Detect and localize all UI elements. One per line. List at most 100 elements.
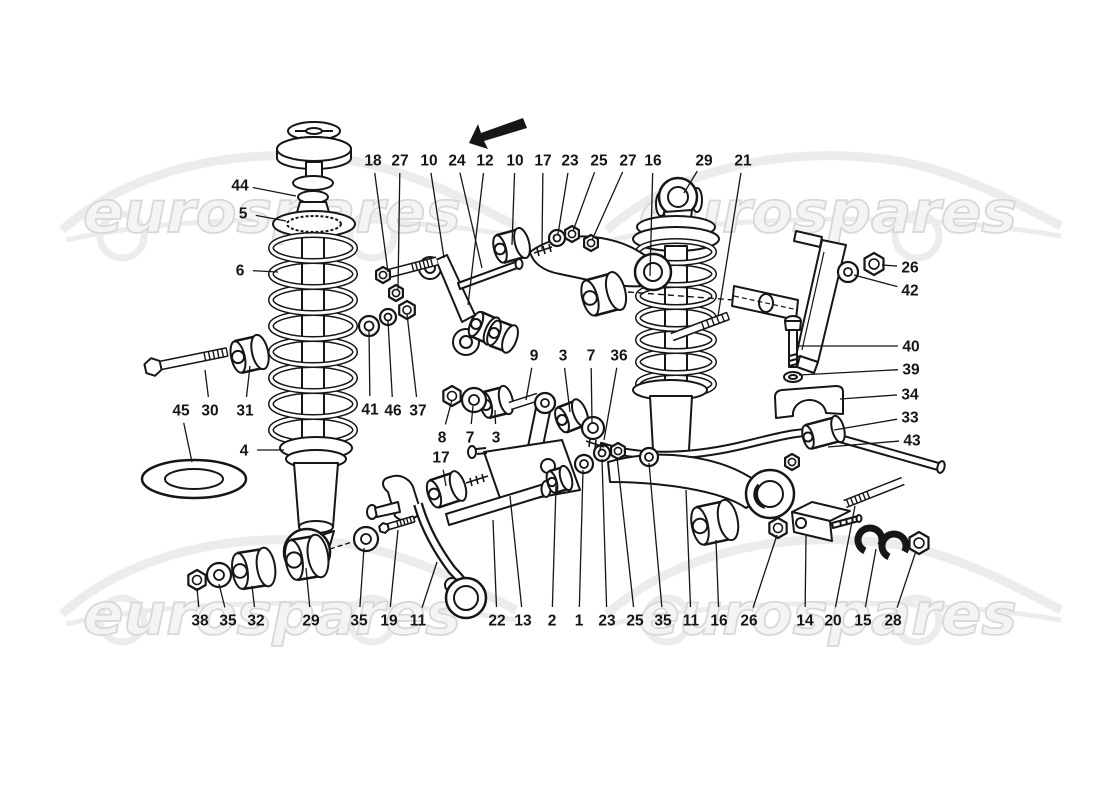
bushing [486, 319, 519, 354]
bushing [284, 533, 330, 582]
leader-line [255, 214, 287, 222]
part-number: 11 [683, 613, 700, 630]
leader-line [881, 264, 898, 267]
part-label-36: 36 [603, 348, 628, 441]
leader-line [252, 186, 297, 197]
lower-wishbone [607, 453, 796, 520]
leader-line [406, 313, 418, 398]
part-label-24: 24 [448, 153, 483, 269]
hex-nut [398, 299, 416, 321]
leader-line [683, 170, 698, 194]
leader-line [557, 172, 569, 235]
part-number: 4 [240, 443, 249, 460]
part-number: 33 [901, 410, 919, 427]
leader-line [839, 394, 898, 400]
part-number: 35 [219, 613, 237, 630]
leader-line [397, 172, 401, 290]
hex-nut [563, 224, 581, 244]
part-number: 35 [654, 613, 672, 630]
bolt [508, 392, 540, 411]
leader-line [509, 495, 523, 608]
bushing [231, 546, 277, 591]
part-number: 10 [420, 153, 437, 170]
leader-line [252, 270, 279, 273]
part-label-7: 7 [587, 348, 595, 424]
leader-line [421, 561, 438, 608]
leader-line [359, 547, 365, 608]
part-label-7: 7 [466, 405, 474, 447]
hex-nut [187, 568, 207, 592]
part-label-45: 45 [172, 403, 193, 463]
part-number: 42 [901, 283, 918, 300]
part-number: 26 [901, 260, 919, 277]
part-number: 27 [391, 153, 408, 170]
part-label-11: 11 [410, 561, 438, 630]
leader-line [591, 171, 624, 241]
part-number: 36 [610, 348, 628, 365]
part-number: 20 [824, 613, 841, 630]
part-label-8: 8 [438, 399, 453, 447]
part-label-16: 16 [710, 539, 728, 630]
hex-nut [783, 452, 801, 472]
bolt [843, 476, 905, 509]
part-number: 11 [410, 613, 427, 630]
eurospares-watermark: eurospares [639, 580, 1017, 648]
leader-line [511, 172, 516, 246]
rubber-bushings [229, 226, 846, 591]
part-number: 40 [902, 339, 919, 356]
leader-line [204, 369, 210, 398]
part-label-35: 35 [218, 583, 237, 630]
part-number: 17 [432, 450, 449, 467]
part-label-29: 29 [302, 567, 320, 630]
leader-line [183, 422, 193, 463]
part-number: 14 [796, 613, 814, 630]
leader-line [601, 458, 608, 608]
bolt [143, 347, 229, 377]
part-label-29: 29 [683, 153, 713, 194]
part-label-39: 39 [798, 362, 920, 379]
part-label-2: 2 [548, 485, 557, 630]
leader-line [833, 418, 898, 431]
leader-line [752, 534, 778, 608]
part-number: 28 [884, 613, 902, 630]
part-number: 6 [236, 263, 245, 280]
part-number: 12 [476, 153, 493, 170]
part-number: 38 [191, 613, 209, 630]
washer [573, 453, 595, 475]
part-number: 43 [903, 433, 921, 450]
hex-nut [388, 283, 404, 303]
part-label-18: 18 [364, 153, 389, 273]
part-label-31: 31 [236, 365, 254, 420]
bushing [801, 414, 846, 451]
part-label-46: 46 [384, 320, 402, 420]
bushing [690, 498, 740, 547]
leader-line [251, 585, 256, 608]
bolt [381, 256, 439, 280]
part-label-10: 10 [420, 153, 445, 259]
part-label-35: 35 [648, 462, 672, 630]
car-silhouette [604, 535, 1064, 646]
part-number: 29 [695, 153, 713, 170]
leader-line [834, 505, 856, 608]
leader-line [467, 172, 485, 306]
leader-line [305, 567, 311, 608]
hex-nut [582, 233, 600, 253]
part-number: 16 [644, 153, 662, 170]
leader-line [717, 172, 742, 317]
part-label-3: 3 [559, 348, 571, 413]
part-label-11: 11 [683, 489, 700, 630]
leader-line [551, 485, 557, 608]
chassis-bracket [731, 230, 847, 374]
part-label-10: 10 [506, 153, 524, 246]
part-number: 25 [590, 153, 608, 170]
eurospares-watermark: eurospares [639, 178, 1017, 246]
part-label-32: 32 [247, 585, 265, 630]
leader-line [541, 172, 544, 250]
part-label-23: 23 [557, 153, 579, 235]
leader-line [196, 587, 200, 608]
part-label-41: 41 [361, 329, 379, 419]
leader-line [804, 535, 807, 608]
bolt [378, 515, 416, 534]
part-label-26: 26 [740, 534, 778, 630]
